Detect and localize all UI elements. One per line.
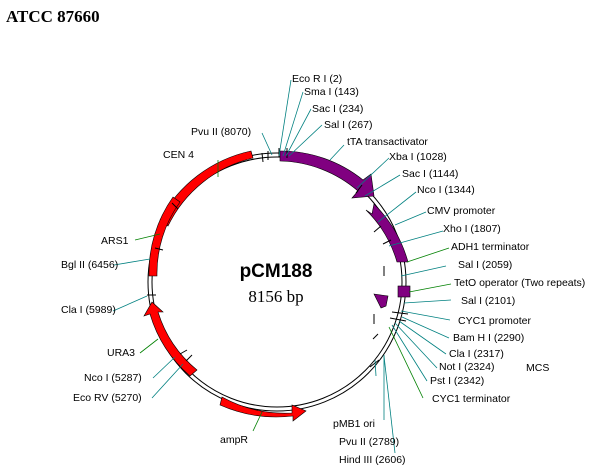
feature-cyc1-promoter [373, 293, 389, 309]
accession-number: ATCC 87660 [6, 7, 100, 26]
backbone-outer [147, 152, 407, 412]
feature-cmv-promoter [365, 203, 409, 263]
site-sali-267: Sal I (267) [324, 119, 372, 131]
plasmid-name: pCM188 [240, 261, 313, 282]
callout-lines [112, 79, 452, 454]
feature-cen4 [159, 150, 254, 227]
site-ecori: Eco R I (2) [292, 73, 342, 85]
site-xhoi: Xho I (1807) [443, 223, 501, 235]
site-ecorv: Eco RV (5270) [73, 392, 142, 404]
feature-teto-operator [397, 285, 411, 298]
site-sali-2059: Sal I (2059) [458, 259, 512, 271]
site-clai-2317: Cla I (2317) [449, 348, 504, 360]
site-saci-1144: Sac I (1144) [402, 168, 458, 180]
site-ncoi-5287: Nco I (5287) [84, 372, 142, 384]
plasmid-size: 8156 bp [248, 287, 303, 306]
label-adh1-terminator: ADH1 terminator [451, 241, 530, 253]
site-bglii: Bgl II (6456) [61, 259, 118, 271]
site-bamhi: Bam H I (2290) [453, 332, 524, 344]
site-noti: Not I (2324) [439, 361, 494, 373]
site-pvuii-8070: Pvu II (8070) [191, 126, 251, 138]
backbone-inner [151, 156, 403, 408]
site-pvuii-2789: Pvu II (2789) [339, 436, 399, 448]
label-pmb1-ori: pMB1 ori [333, 418, 375, 430]
site-xbai: Xba I (1028) [389, 151, 447, 163]
feature-ura3 [143, 301, 198, 377]
label-ars1: ARS1 [101, 235, 129, 247]
label-cmv-promoter: CMV promoter [427, 205, 496, 217]
label-cyc1-terminator: CYC1 terminator [432, 393, 511, 405]
label-ampr: ampR [220, 434, 248, 446]
site-ncoi-1344: Nco I (1344) [417, 184, 475, 196]
site-clai-5989: Cla I (5989) [61, 304, 116, 316]
label-cyc1-promoter: CYC1 promoter [458, 315, 531, 327]
site-smai: Sma I (143) [304, 86, 359, 98]
feature-ampr [219, 396, 307, 422]
label-mcs: MCS [526, 362, 549, 374]
ring-ticks [147, 148, 409, 368]
feature-tta-transactivator [279, 150, 375, 199]
feature-ars1 [148, 196, 181, 277]
label-cen4: CEN 4 [163, 149, 194, 161]
site-saci-234: Sac I (234) [312, 103, 363, 115]
site-hindiii: Hind III (2606) [339, 454, 406, 466]
site-psti: Pst I (2342) [430, 375, 484, 387]
label-teto-operator: TetO operator (Two repeats) [454, 277, 585, 289]
label-tta-transactivator: tTA transactivator [347, 136, 428, 148]
site-sali-2101: Sal I (2101) [461, 295, 515, 307]
label-ura3: URA3 [107, 347, 135, 359]
